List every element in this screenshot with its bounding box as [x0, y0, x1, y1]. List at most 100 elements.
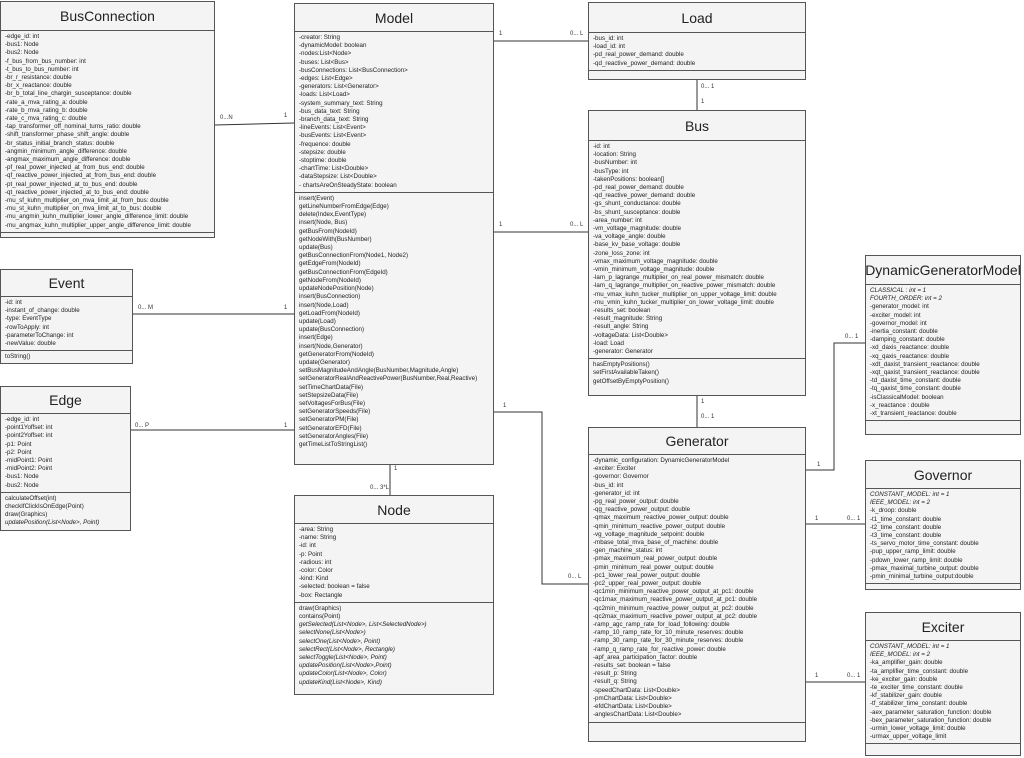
class-event[interactable]: Event -id: int-instant_of_change: double… [0, 269, 133, 364]
attribute: -bus1: Node [5, 473, 39, 481]
attribute: -apf_area_participation_factor: double [593, 653, 698, 661]
attribute: -gs_shunt_conductance: double [593, 200, 681, 208]
attribute: -angmax_maximum_angle_difference: double [5, 156, 131, 164]
operation: setFirstAvailableTaken() [593, 369, 659, 377]
class-title: Exciter [866, 613, 1020, 641]
attribute: -id: int [299, 542, 316, 550]
attribute: -qt_reactive_power_injected_at_to_bus_en… [5, 188, 149, 196]
operation: setVoltagesForBus(File) [299, 399, 366, 407]
attribute: -qc2min_minimum_reactive_power_output_at… [593, 604, 754, 612]
attribute: -pt_real_power_injected_at_to_bus_end: d… [5, 180, 138, 188]
operation: insert(Event) [299, 194, 335, 202]
attribute: -bus2: Node [5, 49, 39, 57]
operation: delete(Index,EventType) [299, 211, 367, 219]
attribute: -mu_sf_kuhn_multiplier_on_mva_limit_at_f… [5, 197, 169, 205]
operation: getEdgeFrom(NodeId) [299, 260, 361, 268]
class-node[interactable]: Node -area: String-name: String-id: int-… [294, 495, 494, 695]
class-bus[interactable]: Bus -id: int-location: String-busNumber:… [588, 110, 806, 396]
operation: setGeneratorEFD(File) [299, 424, 362, 432]
attribute: -generators: List<Generator> [299, 83, 379, 91]
attribute: -parameterToChange: int [5, 331, 74, 339]
operation: getBusConnectionFrom(EdgeId) [299, 268, 388, 276]
attribute: -name: String [299, 534, 337, 542]
class-generator[interactable]: Generator -dynamic_configuration: Dynami… [588, 427, 806, 742]
attribute: -result_angle: String [593, 323, 649, 331]
class-model[interactable]: Model -creator: String-dynamicModel: boo… [294, 3, 494, 465]
attribute: -id: int [593, 143, 610, 150]
attribute: -vg_voltage_magnitude_setpoint: double [593, 530, 705, 538]
mult-gen-bus-bottom: 0... 1 [701, 414, 715, 420]
mult-load-end: 0... L [570, 31, 584, 37]
operations-section: draw(Graphics)contains(Point)getSelected… [295, 603, 493, 689]
mult-event-end: 0... M [138, 305, 154, 311]
operation: setGeneratorSpeeds(File) [299, 408, 371, 416]
attributes-section: -creator: String-dynamicModel: boolean-n… [295, 32, 493, 193]
class-title: Event [1, 270, 132, 297]
attribute: -damping_constant: double [870, 336, 945, 344]
attribute: -midPoint2: Point [5, 465, 53, 473]
attribute: -t_bus_to_bus_number: int [5, 65, 79, 73]
attribute: -results_set: boolean [593, 307, 651, 315]
attribute: -lam_p_lagrange_multiplier_on_real_power… [593, 274, 764, 282]
attribute: IEEE_MODEL: int = 2 [870, 499, 931, 507]
attribute: -gen_machine_status: int [593, 547, 663, 555]
mult-edge-end: 0... P [135, 423, 150, 429]
attributes-section: -dynamic_configuration: DynamicGenerator… [589, 455, 805, 723]
attribute: -br_b_total_line_chargin_susceptance: do… [5, 90, 132, 98]
attribute: -efdChartData: List<Double> [593, 703, 672, 711]
class-load[interactable]: Load -bus_id: int-load_id: int-pd_real_p… [588, 2, 806, 80]
operation: insert(Node, Bus) [299, 219, 348, 227]
operation: getTimeListToStringList() [299, 440, 368, 448]
attribute: -isClassicalModel: boolean [870, 393, 944, 401]
attributes-section: -id: int-location: String-busNumber: int… [589, 141, 805, 360]
operation: selectOne(List<Node>, Point) [299, 637, 381, 645]
attribute: -pdown_lower_ramp_limit: double [870, 556, 963, 564]
attribute: -pmin_minimal_turbine_output:double [870, 573, 974, 581]
attribute: -chartTime: List<Double> [299, 165, 369, 173]
attribute: -qf_reactive_power_injected_at_from_bus_… [5, 172, 157, 180]
attribute: -midPoint1: Point [5, 457, 53, 465]
attribute: -instant_of_change: double [5, 307, 80, 315]
operation: hasEmptyPositions() [593, 361, 650, 369]
attribute: -k_droop: double [870, 507, 917, 515]
class-edge[interactable]: Edge -edge_id: int-point1Yoffset: int-po… [0, 386, 131, 531]
attribute: -pmax_maximum_real_power_output: double [593, 555, 718, 563]
attribute: -xqt_qaxist_transient_reactance: double [870, 369, 980, 377]
attribute: -pf_real_power_injected_at_from_bus_end:… [5, 164, 145, 172]
operation: update(Bus) [299, 244, 333, 252]
attribute: -t2_time_constant: double [870, 523, 942, 531]
operations-section [589, 71, 805, 79]
attribute: -governor_model: int [870, 319, 927, 327]
attribute: -tq_qaxist_time_constant: double [870, 385, 961, 393]
attribute: -newValue: double [5, 340, 56, 348]
attribute: -pd_real_power_demand: double [593, 184, 684, 192]
attribute: -ramp_30_ramp_rate_for_30_minute_reserve… [593, 637, 744, 645]
operation: update(Load) [299, 317, 336, 325]
operations-section: insert(Event)getLineNumberFromEdge(Edge)… [295, 193, 493, 451]
operation: getLoadFrom(NodeId) [299, 309, 360, 317]
class-dynamicgeneratormodel[interactable]: DynamicGeneratorModel CLASSICAL : int = … [865, 255, 1021, 435]
attribute: -voltageData: List<Double> [593, 331, 668, 339]
attribute: -point1Yoffset: int [5, 424, 53, 432]
attribute: -system_summary_text: String [299, 99, 383, 107]
mult-edge-model-end: 1 [284, 423, 288, 429]
operation: setStepsizeData(File) [299, 391, 359, 399]
operation: draw(Graphics) [299, 604, 342, 612]
attribute: -qd_reactive_power_demand: double [593, 59, 696, 67]
attribute: -busConnections: List<BusConnection> [299, 66, 408, 74]
operation: setGeneratorRealAndReactivePower(BusNumb… [299, 375, 478, 383]
attributes-section: -edge_id: int-point1Yoffset: int-point2Y… [1, 414, 130, 493]
attribute: -tf_stabilizer_time_constant: double [870, 700, 968, 708]
attribute: -ka_amplifier_gain: double [870, 659, 943, 667]
attribute: -br_status_initial_branch_status: double [5, 139, 115, 147]
mult-load-bus-top: 0... 1 [701, 84, 715, 90]
attribute: -busType: int [593, 167, 629, 175]
operation: updateNodePosition(Node) [299, 285, 374, 293]
class-busconnection[interactable]: BusConnection -edge_id: int-bus1: Node-b… [0, 1, 215, 238]
attribute: -br_r_resistance: double [5, 74, 72, 82]
attribute: -point2Yoffset: int [5, 432, 53, 440]
attribute: CONSTANT_MODEL: int = 1 [870, 643, 950, 650]
attribute: -mu_vmax_kuhn_tucker_multiplier_on_upper… [593, 290, 777, 298]
